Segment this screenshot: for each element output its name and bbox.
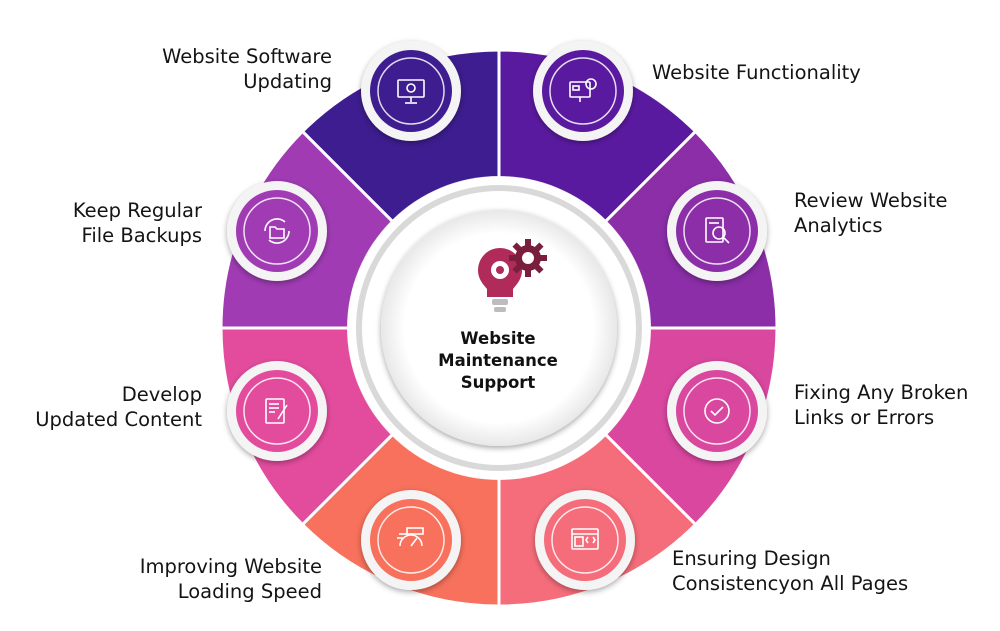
hub-circle (381, 210, 617, 446)
bulb-gear-icon (478, 239, 547, 312)
analytics-search-icon (705, 217, 730, 244)
edit-document-icon (265, 398, 288, 424)
center-title-line-1: Website (460, 329, 536, 348)
label-design-consistency: Ensuring Design Consistencyon All Pages (672, 547, 909, 595)
check-circle-icon (704, 398, 730, 424)
center-title-line-3: Support (460, 373, 536, 392)
bubble-design-consistency (535, 490, 635, 590)
bubble-loading-speed (361, 490, 461, 590)
speedometer-icon (397, 527, 424, 547)
bubble-file-backups (227, 181, 327, 281)
label-functionality: Website Functionality (652, 61, 861, 84)
bubble-software-updating (361, 41, 461, 141)
label-broken-links: Fixing Any Broken Links or Errors (794, 381, 969, 429)
bubble-broken-links (667, 361, 767, 461)
hub-ring (356, 185, 642, 471)
label-analytics: Review Website Analytics (794, 189, 948, 237)
bubble-updated-content (227, 361, 327, 461)
label-updated-content: Develop Updated Content (35, 383, 202, 431)
label-loading-speed: Improving Website Loading Speed (139, 555, 322, 603)
monitor-gear-icon (397, 79, 425, 104)
monitor-settings-icon (569, 78, 597, 102)
center-title: Website Maintenance Support (398, 328, 598, 394)
label-software-updating: Website Software Updating (162, 45, 332, 93)
bubble-analytics (667, 181, 767, 281)
label-file-backups: Keep Regular File Backups (72, 199, 202, 247)
folder-sync-icon (264, 218, 290, 244)
center-title-line-2: Maintenance (438, 351, 558, 370)
code-layout-icon (571, 528, 599, 550)
bubble-functionality (533, 41, 633, 141)
